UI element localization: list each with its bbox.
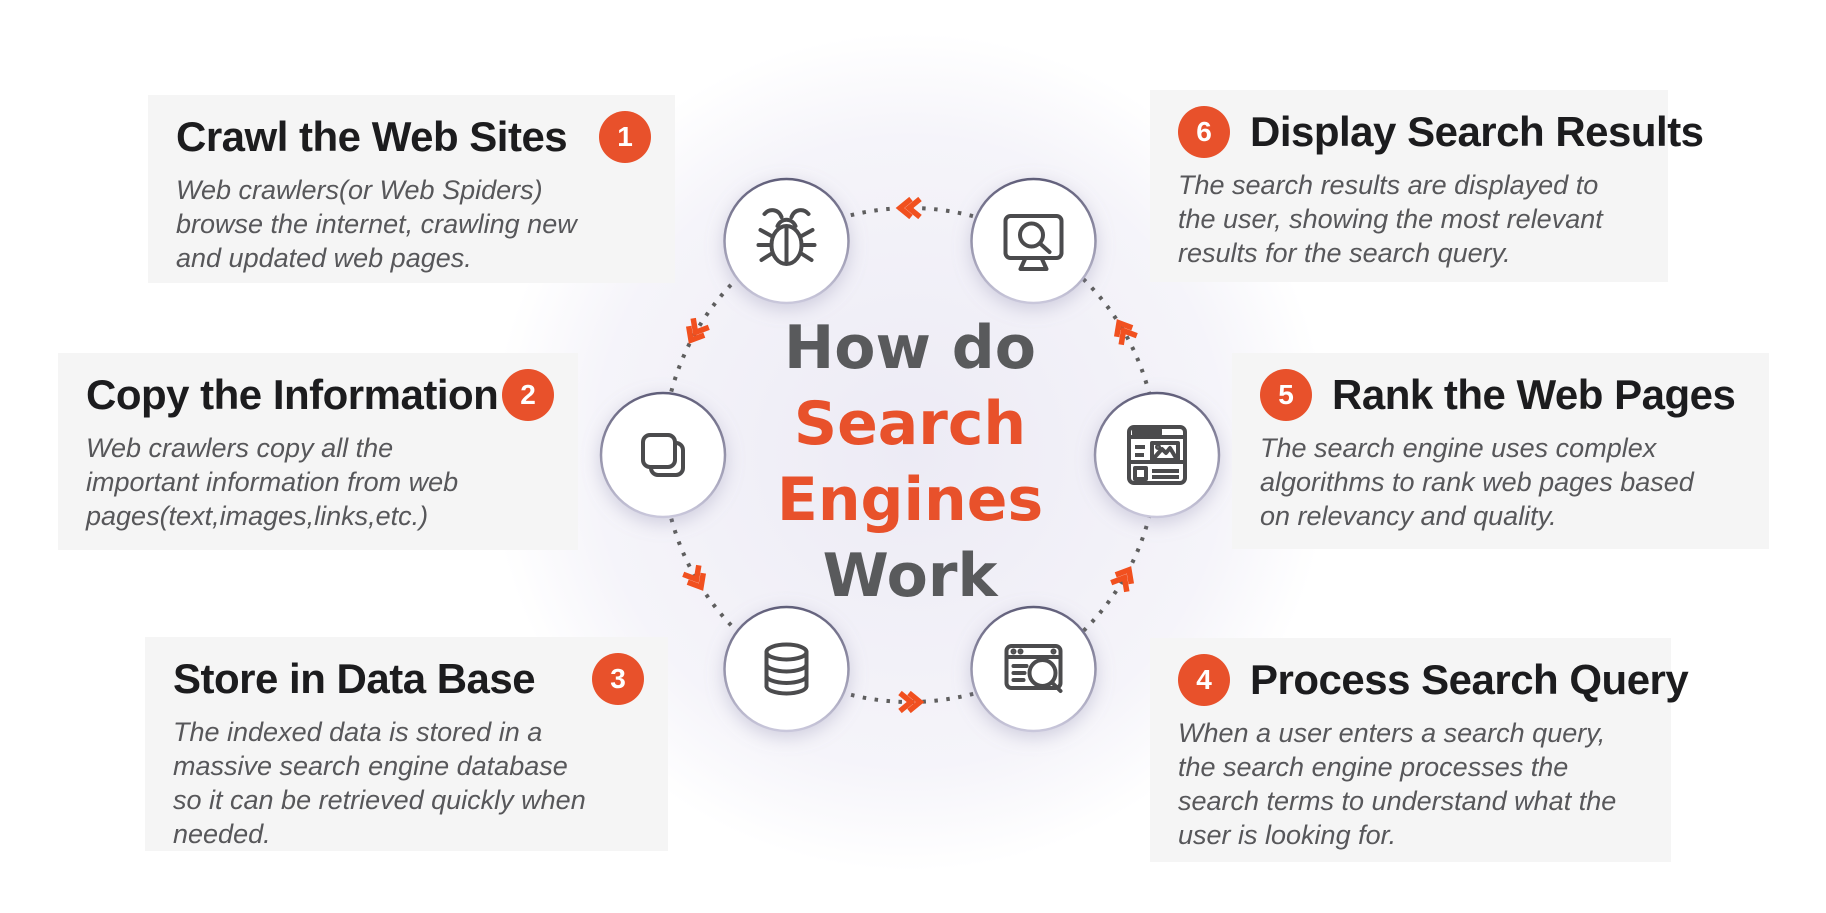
title-line-1: How do (784, 313, 1036, 383)
step-3-title: Store in Data Base (173, 655, 536, 702)
step-card-1: Crawl the Web Sites 1 Web crawlers(or We… (148, 95, 675, 283)
node-crawl (723, 177, 850, 305)
step-5-number-badge: 5 (1260, 369, 1312, 421)
step-4-number-badge: 4 (1178, 654, 1230, 706)
step-1-number-badge: 1 (599, 111, 651, 163)
step-card-2: Copy the Information 2 Web crawlers copy… (58, 353, 578, 550)
database-icon (764, 642, 809, 696)
browser-search-icon (1004, 644, 1063, 693)
step-3-description: The indexed data is stored in a massive … (173, 717, 586, 849)
step-card-4: 4 Process Search Query When a user enter… (1150, 638, 1689, 862)
step-6-title: Display Search Results (1250, 108, 1704, 155)
step-4-description: When a user enters a search query, the s… (1178, 718, 1617, 850)
step-4-title: Process Search Query (1250, 656, 1689, 703)
step-1-title: Crawl the Web Sites (176, 113, 568, 160)
step-5-description: The search engine uses complex algorithm… (1260, 433, 1694, 531)
step-2-description: Web crawlers copy all the important info… (86, 433, 459, 531)
step-6-number-badge: 6 (1178, 106, 1230, 158)
step-card-6: 6 Display Search Results The search resu… (1150, 90, 1704, 282)
copy-icon (641, 433, 685, 477)
title-line-2: Search (793, 389, 1027, 459)
halo-glow (490, 32, 1330, 872)
node-display (970, 177, 1097, 305)
monitor-search-icon (1003, 214, 1064, 271)
webpage-icon (1127, 425, 1187, 485)
node-process (970, 605, 1097, 733)
step-1-description: Web crawlers(or Web Spiders) browse the … (176, 175, 577, 273)
node-rank (1093, 391, 1221, 519)
step-5-title: Rank the Web Pages (1332, 371, 1736, 418)
node-store (723, 605, 850, 733)
bug-icon (756, 208, 817, 266)
step-2-title: Copy the Information (86, 371, 499, 418)
infographic-title: How do Search Engines Work (690, 310, 1130, 614)
step-6-description: The search results are displayed to the … (1178, 170, 1603, 268)
title-line-3: Engines (776, 465, 1044, 535)
title-line-4: Work (822, 541, 998, 611)
step-card-5: 5 Rank the Web Pages The search engine u… (1232, 353, 1769, 549)
step-card-3: Store in Data Base 3 The indexed data is… (145, 637, 668, 851)
step-2-number-badge: 2 (502, 369, 554, 421)
step-3-number-badge: 3 (592, 653, 644, 705)
node-copy (599, 391, 727, 519)
